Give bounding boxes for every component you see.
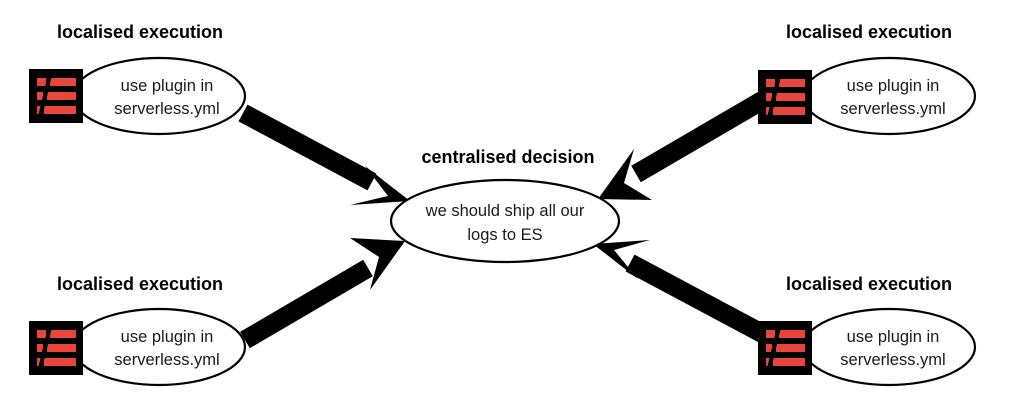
- icon-bar: [766, 93, 772, 101]
- serverless-framework-icon: [29, 69, 83, 123]
- node-title: localised execution: [786, 274, 952, 294]
- node-line-2: serverless.yml: [840, 100, 945, 118]
- node-line-2: serverless.yml: [114, 351, 219, 369]
- icon-slash: [767, 326, 781, 370]
- center-node-title: centralised decision: [421, 147, 594, 167]
- icon-bar: [766, 358, 770, 366]
- icon-slash: [38, 74, 52, 118]
- node-line-2: serverless.yml: [114, 100, 219, 118]
- icon-bar: [37, 330, 46, 338]
- node-title: localised execution: [57, 22, 223, 42]
- center-node: centralised decision we should ship all …: [389, 147, 621, 264]
- icon-slash: [767, 75, 781, 119]
- icon-bar: [37, 92, 43, 100]
- node-line-2: serverless.yml: [840, 351, 945, 369]
- node-title: localised execution: [786, 22, 952, 42]
- serverless-framework-icon: [29, 321, 83, 375]
- icon-bar: [37, 106, 41, 114]
- node-ellipse: [71, 56, 247, 136]
- center-node-line-1: we should ship all our: [425, 202, 585, 220]
- icon-bar: [37, 78, 46, 86]
- icon-bar: [766, 107, 770, 115]
- icon-bar: [766, 330, 775, 338]
- node-top-left: localised execution use plugin in server…: [29, 22, 247, 136]
- arrow-top-right: [598, 91, 768, 200]
- node-line-1: use plugin in: [121, 77, 214, 95]
- icon-bar: [50, 78, 76, 86]
- arrow-bottom-right: [593, 240, 770, 344]
- node-top-right: localised execution use plugin in server…: [758, 22, 977, 136]
- icon-bar: [47, 344, 76, 352]
- node-line-1: use plugin in: [121, 328, 214, 346]
- arrow-bottom-left: [240, 238, 405, 349]
- icon-bar: [47, 92, 76, 100]
- icon-bar: [779, 330, 805, 338]
- icon-bar: [773, 107, 805, 115]
- icon-bar: [37, 358, 41, 366]
- center-node-ellipse: [389, 178, 621, 264]
- node-title: localised execution: [57, 274, 223, 294]
- icon-bar: [44, 358, 76, 366]
- node-ellipse: [801, 307, 977, 387]
- node-bottom-right: localised execution use plugin in server…: [758, 274, 977, 387]
- icon-bar: [37, 344, 43, 352]
- center-node-line-2: logs to ES: [467, 226, 542, 244]
- node-ellipse: [801, 56, 977, 136]
- node-line-1: use plugin in: [847, 328, 940, 346]
- serverless-framework-icon: [758, 70, 812, 124]
- icon-slash: [38, 326, 52, 370]
- icon-bar: [773, 358, 805, 366]
- node-bottom-left: localised execution use plugin in server…: [29, 274, 247, 387]
- icon-bar: [766, 79, 775, 87]
- icon-bar: [44, 106, 76, 114]
- node-ellipse: [71, 307, 247, 387]
- icon-bar: [50, 330, 76, 338]
- serverless-framework-icon: [758, 321, 812, 375]
- icon-bar: [779, 79, 805, 87]
- icon-bar: [766, 344, 772, 352]
- arrow-top-left: [238, 104, 410, 205]
- icon-bar: [776, 93, 805, 101]
- icon-bar: [776, 344, 805, 352]
- node-line-1: use plugin in: [847, 77, 940, 95]
